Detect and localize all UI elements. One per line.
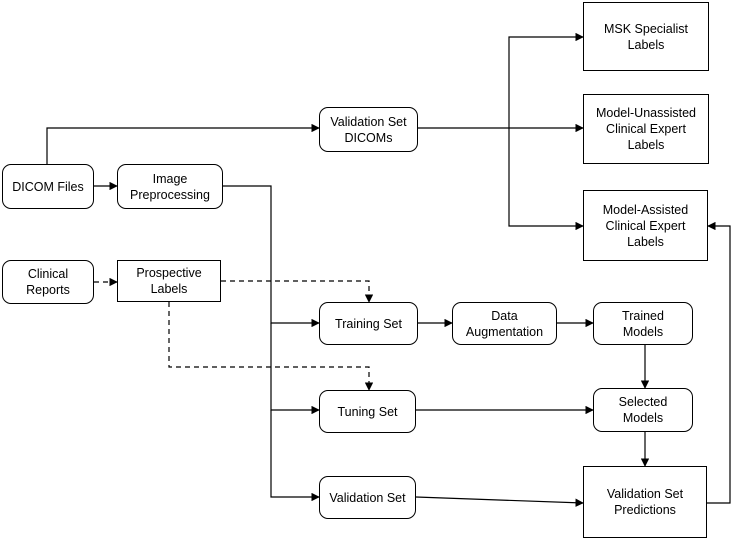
node-dicom-files: DICOM Files <box>2 164 94 209</box>
dashed-arrow-prospective-to-training <box>221 280 374 303</box>
node-validation-set-dicoms: Validation Set DICOMs <box>319 107 418 152</box>
arrow-validation-to-predictions <box>415 496 584 507</box>
node-data-augmentation: Data Augmentation <box>452 302 557 345</box>
node-image-preprocessing: Image Preprocessing <box>117 164 223 209</box>
dashed-arrow-prospective-to-tuning <box>168 302 374 391</box>
node-training-set: Training Set <box>319 302 418 345</box>
node-trained-models: Trained Models <box>593 302 693 345</box>
arrow-preprocessing-to-training <box>223 185 320 328</box>
node-model-assisted-labels: Model-Assisted Clinical Expert Labels <box>583 190 708 261</box>
node-validation-set-predictions: Validation Set Predictions <box>583 466 707 538</box>
node-selected-models: Selected Models <box>593 388 693 432</box>
node-clinical-reports: Clinical Reports <box>2 260 94 304</box>
arrow-predictions-to-assisted <box>707 221 731 504</box>
arrow-validation-dicoms-to-assisted <box>508 128 584 231</box>
arrow-dicom-to-validation-dicoms <box>46 123 320 164</box>
node-tuning-set: Tuning Set <box>319 390 416 433</box>
arrow-preprocessing-to-validation <box>270 410 320 502</box>
node-validation-set: Validation Set <box>319 476 416 519</box>
arrow-validation-dicoms-to-msk <box>508 32 584 128</box>
node-prospective-labels: Prospective Labels <box>117 260 221 302</box>
node-model-unassisted-labels: Model-Unassisted Clinical Expert Labels <box>583 94 709 164</box>
node-msk-specialist-labels: MSK Specialist Labels <box>583 2 709 71</box>
